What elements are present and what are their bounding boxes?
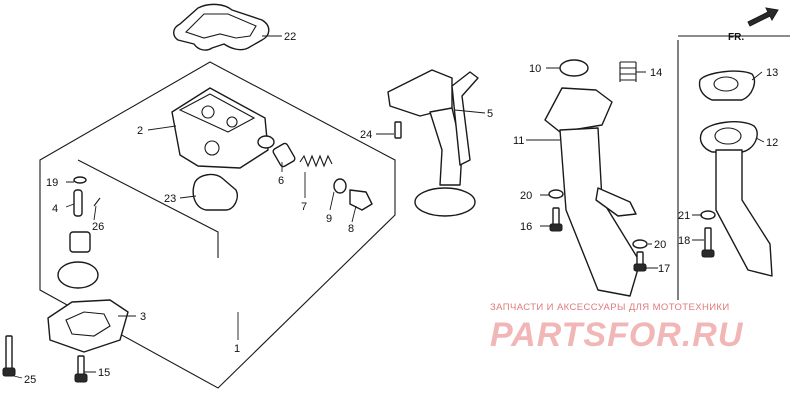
pin-26 (93, 197, 101, 207)
callout-3: 3 (140, 311, 146, 323)
callout-4: 4 (52, 203, 58, 215)
gasket-13-hole (713, 76, 739, 92)
watermark-subtitle: ЗАПЧАСТИ И АКСЕССУАРЫ ДЛЯ МОТОТЕХНИКИ (490, 302, 730, 313)
callout-11: 11 (513, 135, 524, 147)
oil-pipe-flange (544, 87, 613, 133)
oil-strainer-screen (414, 187, 476, 217)
callout-19: 19 (46, 177, 58, 189)
spring-14 (619, 61, 637, 82)
callout-10: 10 (529, 63, 541, 75)
bolt-18-head (701, 249, 715, 258)
callout-18: 18 (678, 235, 690, 247)
o-ring-10 (559, 59, 589, 77)
pump-body-hole-3 (204, 140, 220, 156)
bolt-16 (552, 207, 560, 227)
pump-outlet-port (257, 135, 275, 149)
washer-20a (548, 189, 564, 199)
watermark-logo: PARTSFOR.RU (490, 316, 744, 354)
gasket-13 (698, 70, 756, 101)
callout-1: 1 (234, 343, 240, 355)
relief-valve-spring (299, 154, 333, 168)
callout-9: 9 (326, 213, 332, 225)
washer-20b (632, 239, 648, 249)
callout-15: 15 (98, 367, 110, 379)
callout-26: 26 (92, 221, 104, 233)
callout-21: 21 (678, 210, 690, 222)
sealing-washer (333, 178, 347, 194)
inner-rotor (69, 231, 91, 253)
subassembly-outline (77, 159, 219, 258)
callout-7: 7 (301, 201, 307, 213)
pump-body-hole-1 (201, 105, 215, 119)
leader-lines (13, 35, 765, 379)
callout-22: 22 (284, 31, 296, 43)
dowel-pin-19 (73, 176, 87, 184)
callout-24: 24 (360, 129, 372, 141)
pump-body-hole-2 (226, 116, 238, 128)
pump-shaft-4 (73, 189, 83, 217)
oil-pump-body-top (178, 93, 256, 133)
callout-23: 23 (164, 193, 176, 205)
bolt-25 (5, 335, 13, 371)
oil-strainer-arm (451, 71, 479, 166)
relief-valve-piston (272, 142, 296, 168)
pump-gasket (192, 173, 238, 211)
bolt-15-head (74, 373, 88, 383)
relief-valve-plug (349, 189, 373, 211)
callout-25: 25 (24, 374, 36, 386)
callout-5: 5 (487, 108, 493, 120)
callout-14: 14 (650, 67, 662, 79)
oil-pipe-bracket (595, 187, 637, 217)
bolt-15 (77, 355, 85, 377)
callout-20a: 20 (520, 190, 532, 202)
bolt-17-head (633, 263, 647, 272)
assembly-outline (39, 61, 396, 389)
flange-12-hole (714, 127, 742, 145)
front-direction-label: FR. (728, 32, 744, 43)
pump-cover-plate-detail (65, 311, 111, 337)
washer-21 (700, 210, 716, 220)
callout-17: 17 (658, 263, 670, 275)
oil-strainer-pipe (429, 107, 463, 186)
gasket-upper (173, 3, 270, 51)
callout-16: 16 (520, 221, 532, 233)
callout-12: 12 (766, 137, 778, 149)
callout-2: 2 (137, 125, 143, 137)
bolt-16-head (549, 223, 563, 232)
callout-13: 13 (766, 67, 778, 79)
oil-pipe-12 (715, 149, 773, 277)
bolt-18 (704, 227, 712, 253)
callout-8: 8 (348, 223, 354, 235)
flange-12 (699, 121, 758, 153)
bolt-25-head (2, 367, 16, 377)
oil-pipe-11 (559, 127, 641, 297)
front-direction-arrow (747, 7, 779, 27)
pump-cover-plate (47, 299, 129, 353)
gasket-upper-inner (184, 13, 257, 39)
bolt-24 (394, 121, 402, 139)
callout-6: 6 (278, 175, 284, 187)
right-section-bracket (677, 35, 790, 300)
callout-20b: 20 (654, 239, 666, 251)
outer-rotor (57, 261, 99, 289)
